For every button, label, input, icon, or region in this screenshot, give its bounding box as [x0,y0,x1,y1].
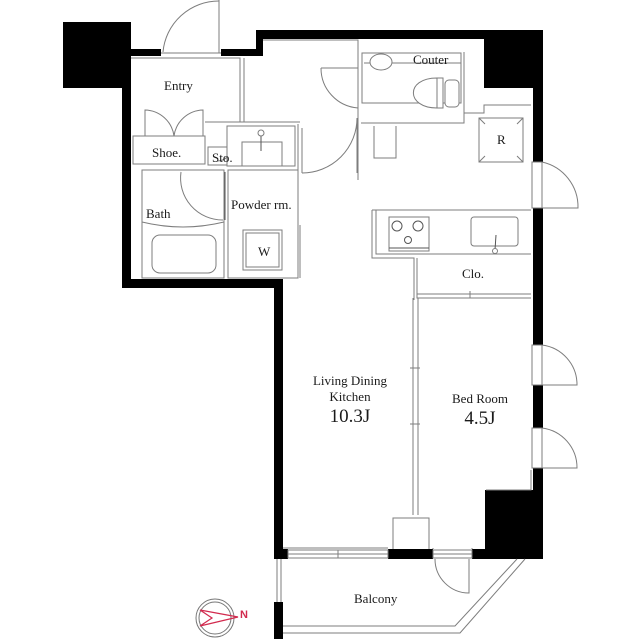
toilet-area [263,39,465,180]
entry-area [131,0,300,165]
room-label-bath: Bath [146,206,171,221]
ldk-label-line2: Kitchen [329,389,371,404]
ldk-label-line1: Living Dining [312,373,388,388]
right-doors [531,161,579,469]
vanity-area [207,124,299,178]
room-label-balcony: Balcony [354,591,398,606]
bedroom-label: Bed Room [452,391,508,406]
counter-label: Couter [413,52,449,67]
room-label-ldk: Living Dining Kitchen 10.3J [290,374,410,426]
partitions [283,291,532,549]
compass-north-label: N [240,609,248,621]
room-label-shoe: Shoe. [152,145,182,160]
room-label-entry: Entry [164,78,193,93]
balcony-area [276,558,526,634]
structural-walls [63,22,543,639]
room-label-powder-room: Powder rm. [231,197,292,212]
washer-label: W [258,244,271,259]
room-label-closet: Clo. [462,266,485,281]
ldk-size: 10.3J [329,406,371,427]
powder-room-area [227,169,301,279]
room-label-storage: Sto. [212,150,233,165]
bath-area [141,169,226,279]
compass-icon [195,598,239,638]
bottom-openings [287,549,473,594]
bedroom-size: 4.5J [464,408,496,429]
refrigerator-area [464,104,531,163]
kitchen-counter [371,209,531,300]
room-label-bedroom: Bed Room 4.5J [430,392,530,428]
refrigerator-label: R [497,132,506,147]
